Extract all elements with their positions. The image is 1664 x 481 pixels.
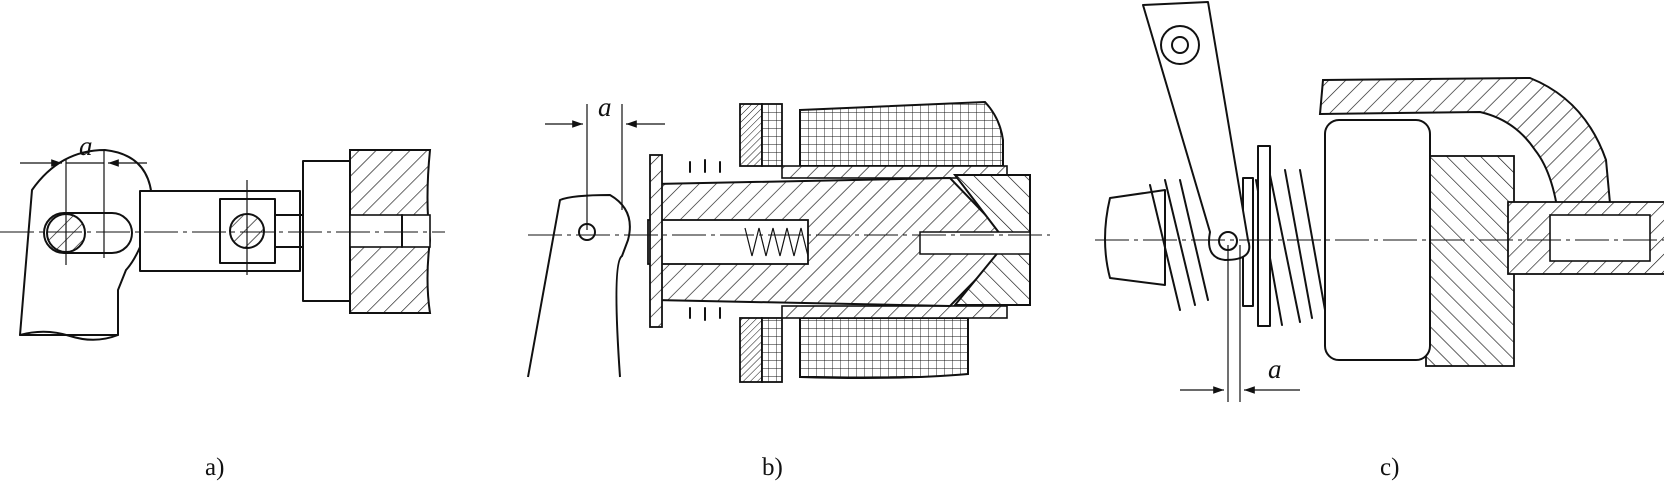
- pinion: [1425, 155, 1515, 367]
- caption-a: a): [205, 454, 224, 481]
- coil-lower: [799, 317, 969, 379]
- coil-upper: [799, 100, 1004, 167]
- caption-c: c): [1380, 454, 1399, 481]
- shift-fork: [1142, 1, 1251, 261]
- return-spring: [744, 227, 809, 257]
- panel-a: a a): [0, 131, 445, 481]
- panel-b: a b): [527, 92, 1050, 481]
- starter-housing: [1318, 76, 1614, 232]
- dimension-label-c: a: [1268, 354, 1282, 384]
- caption-b: b): [762, 454, 783, 481]
- dimension-label-b: a: [598, 92, 612, 122]
- slot: [43, 212, 133, 254]
- mesh-spring: [1255, 169, 1326, 326]
- panel-c: a c): [1095, 1, 1664, 481]
- slotted-lever: [19, 149, 153, 336]
- housing-flange: [302, 160, 352, 302]
- dimension-label-a: a: [79, 131, 93, 161]
- actuating-lever: [527, 194, 631, 378]
